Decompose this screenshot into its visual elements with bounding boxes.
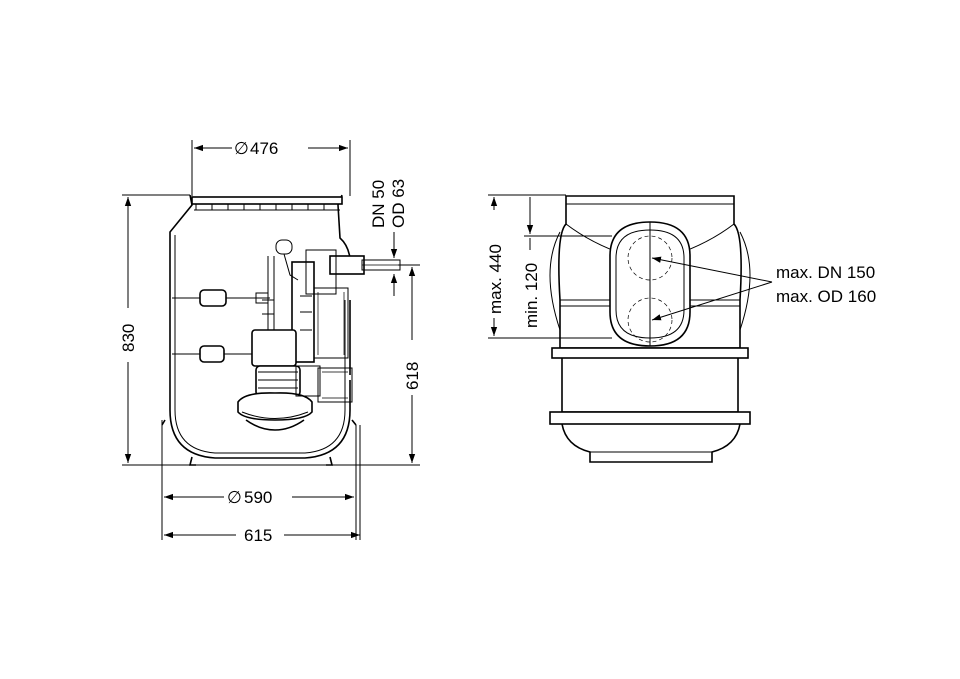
exterior-lower-body — [561, 358, 739, 413]
dim-inlet-min: min. 120 — [522, 197, 612, 328]
inlet-max-dn-label: max. DN 150 — [776, 263, 875, 282]
inlet-max-od-label: max. OD 160 — [776, 287, 876, 306]
tank-cover — [191, 196, 343, 211]
rising-pipe — [275, 239, 349, 363]
discharge-outlet — [329, 255, 401, 275]
inlet-min-height-label: min. 120 — [522, 263, 541, 328]
inlet-max-height-label: max. 440 — [486, 244, 505, 314]
dim-base-diameter: ∅ 590 — [161, 420, 357, 540]
dim-inlet-height: 618 — [398, 264, 422, 463]
exterior-flange — [551, 347, 749, 359]
tank-height-label: 830 — [119, 324, 138, 352]
inlet-height-label: 618 — [403, 362, 422, 390]
cover-diameter-label: 476 — [250, 139, 278, 158]
diameter-symbol-base: ∅ — [227, 488, 242, 507]
exterior-ribs — [549, 231, 751, 331]
exterior-view: max. DN 150 max. OD 160 — [549, 195, 876, 463]
dim-inlet-max: max. 440 — [486, 194, 612, 339]
pump — [237, 329, 353, 431]
sectional-view — [161, 194, 401, 466]
dim-overall-width: 615 — [164, 425, 361, 545]
pipe-dn-label: DN 50 — [369, 180, 388, 228]
inlet-oval — [609, 221, 691, 347]
float-switch-upper — [172, 289, 270, 307]
exterior-base — [561, 423, 741, 463]
base-diameter-label: 590 — [244, 488, 272, 507]
diameter-symbol: ∅ — [234, 139, 249, 158]
overall-width-label: 615 — [244, 526, 272, 545]
float-switch-lower — [172, 345, 252, 363]
dim-pipe: DN 50 OD 63 — [369, 179, 408, 296]
tank-internals — [262, 256, 275, 330]
pipe-od-label: OD 63 — [389, 179, 408, 228]
dim-tank-height: 830 — [119, 194, 420, 466]
dim-cover-diameter: ∅ 476 — [191, 139, 351, 196]
